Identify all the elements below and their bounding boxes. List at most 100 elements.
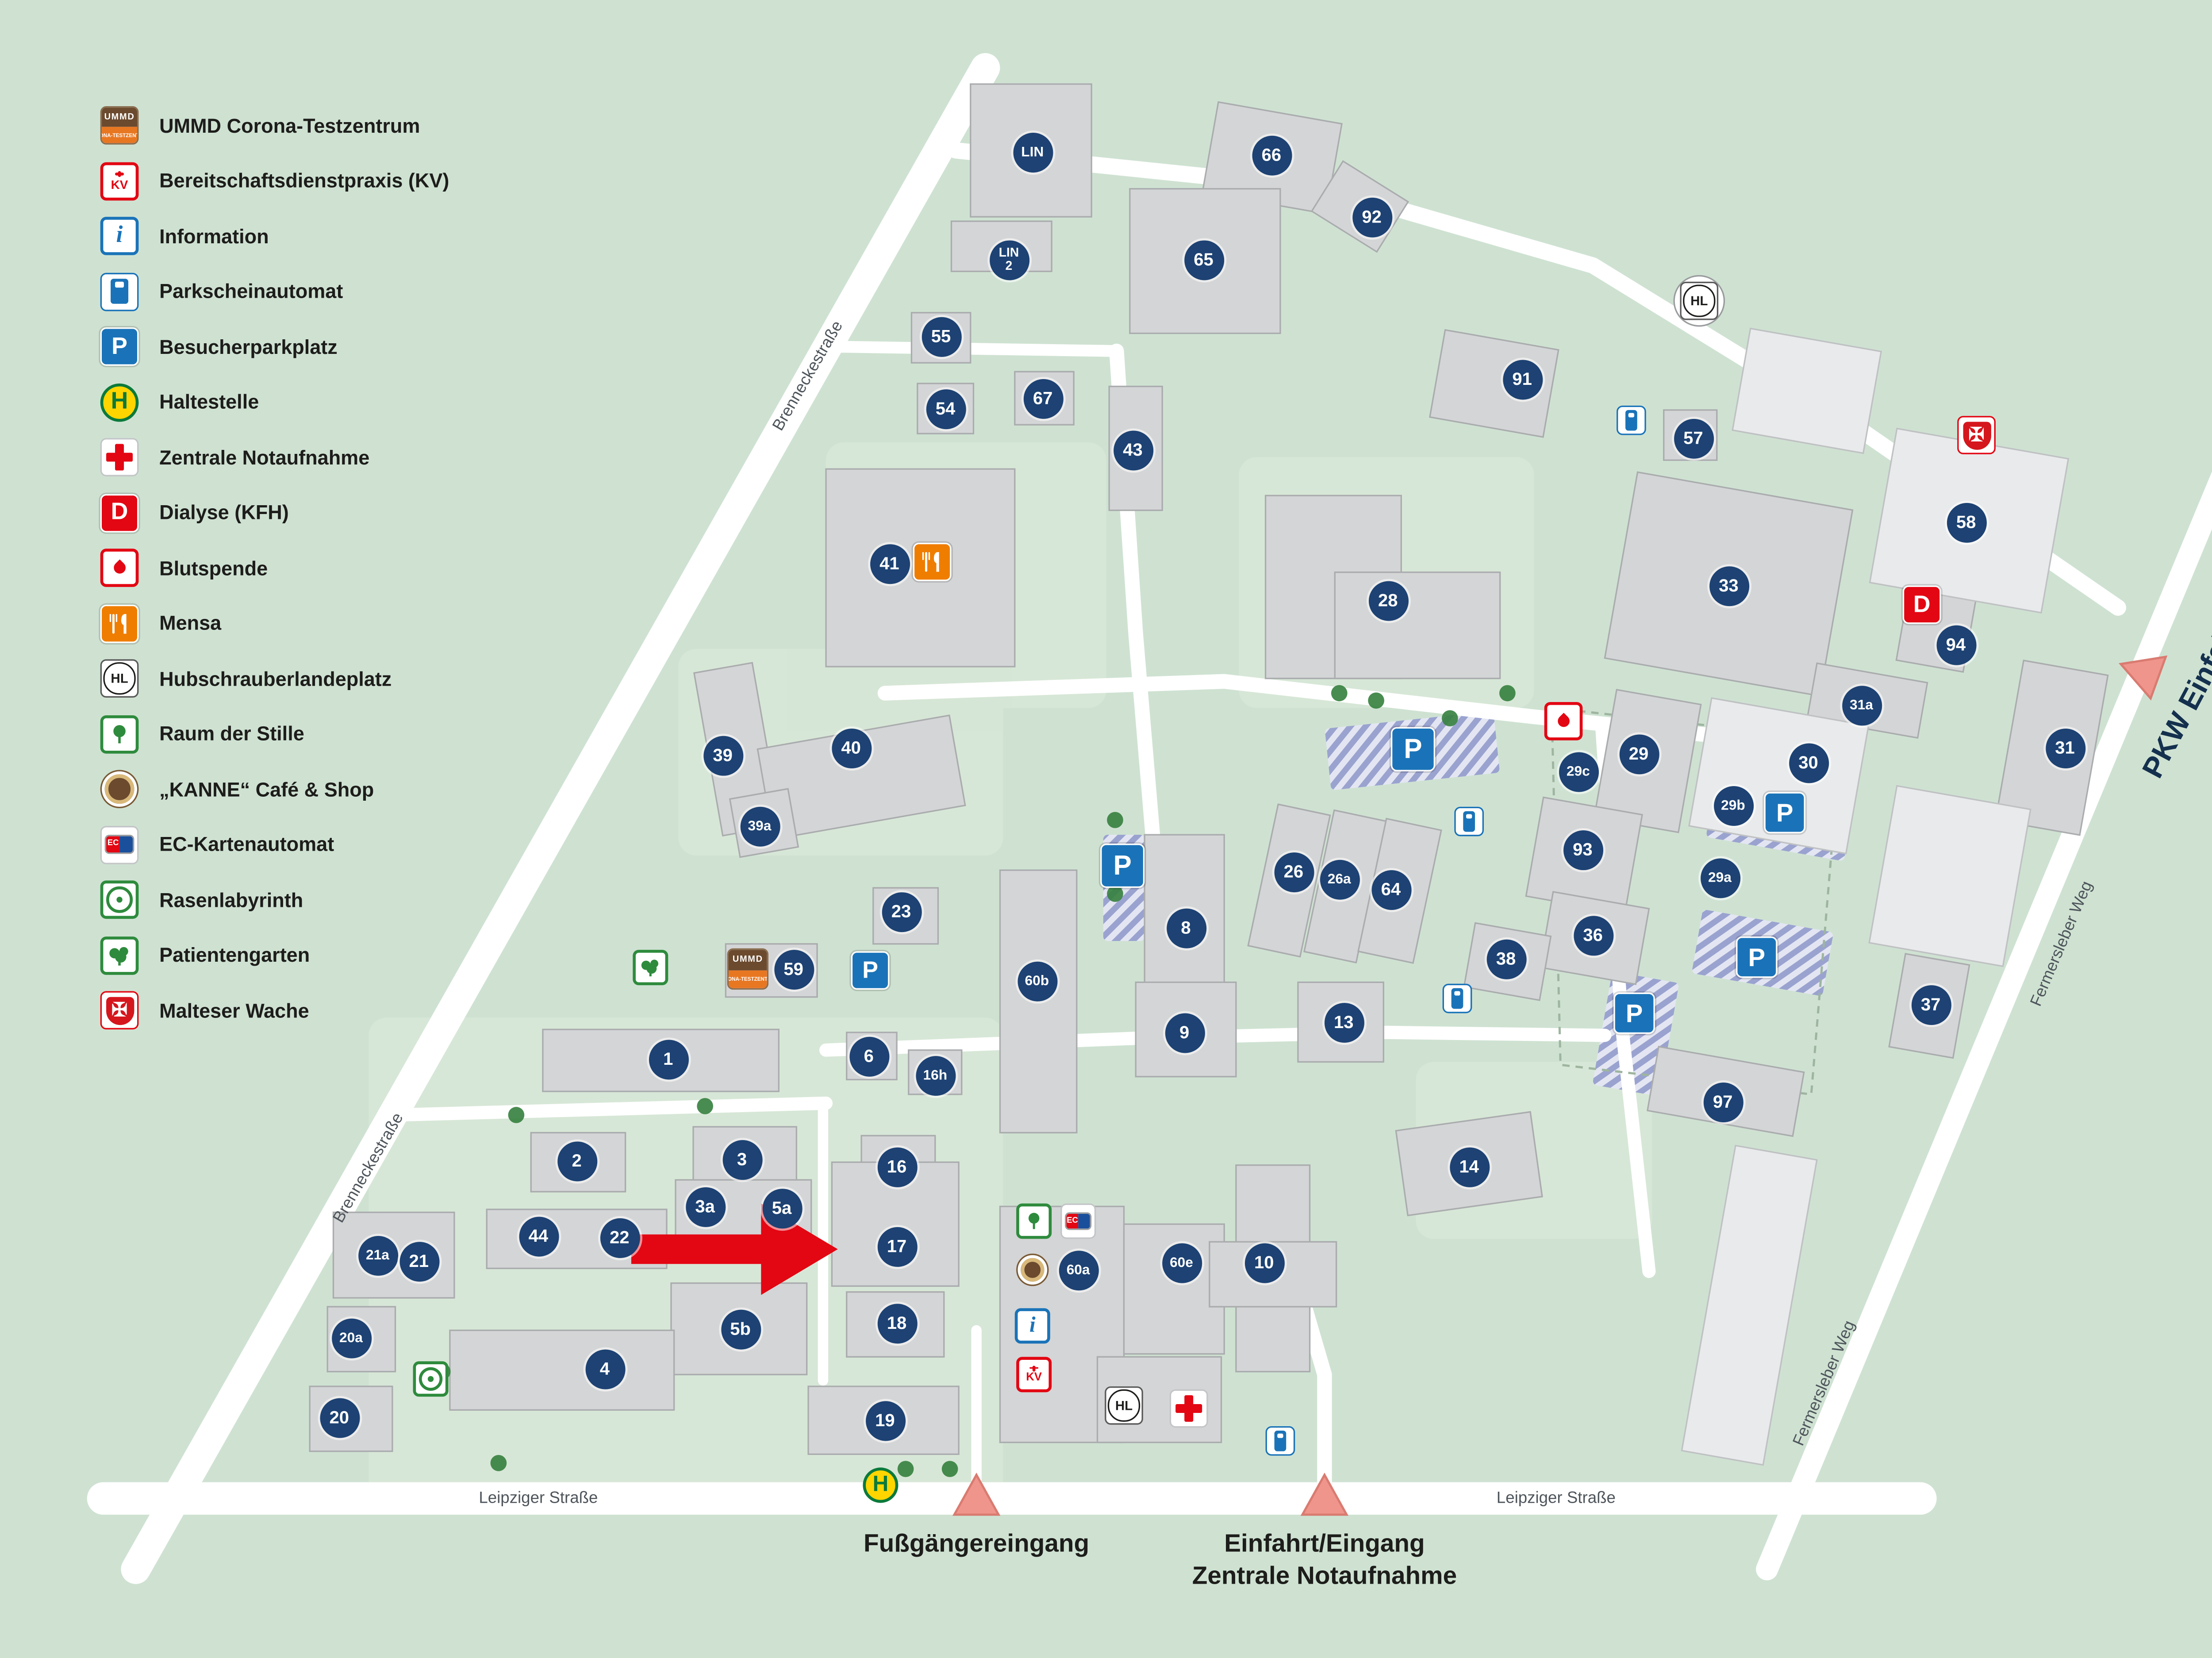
mensa-icon — [913, 542, 952, 581]
kv-icon: KV — [1016, 1357, 1052, 1393]
building-shape — [449, 1329, 675, 1411]
legend-item-kv: KV Bereitschaftsdienstpraxis (KV) — [100, 161, 449, 200]
street-label-leipziger-right: Leipziger Straße — [1496, 1489, 1616, 1508]
street-label-leipziger-left: Leipziger Straße — [479, 1489, 598, 1508]
ec-karte-icon: EC — [100, 825, 139, 864]
legend-item-malteser: ✠ Malteser Wache — [100, 991, 449, 1030]
legend-label: UMMD Corona-Testzentrum — [159, 114, 420, 137]
besucherparkplatz-icon: P — [1736, 936, 1778, 978]
tree — [1368, 692, 1384, 709]
tree — [1441, 710, 1458, 726]
tree — [941, 1461, 958, 1478]
road — [388, 1096, 833, 1122]
tree — [1107, 812, 1123, 829]
haltestelle-icon: H — [100, 383, 139, 421]
malteser-icon: ✠ — [100, 991, 139, 1030]
tree — [490, 1455, 507, 1471]
besucherparkplatz-icon: P — [1613, 992, 1655, 1034]
building-shape — [807, 1386, 960, 1455]
legend-item-ummd-corona: UMMDCORONA-TESTZENTRUMUMMD Corona-Testze… — [100, 106, 449, 145]
legend-label: Information — [159, 225, 269, 247]
building-shape — [1868, 785, 2032, 967]
entrance-markers — [952, 655, 2168, 1516]
besucherparkplatz-icon: P — [1100, 844, 1145, 888]
legend-label: Mensa — [159, 612, 222, 634]
legend-item-notaufnahme: Zentrale Notaufnahme — [100, 438, 449, 476]
raum-der-stille-icon — [1016, 1203, 1052, 1239]
information-icon: i — [100, 217, 139, 255]
legend-label: Parkscheinautomat — [159, 280, 343, 303]
entrance-marker-emergency — [1300, 1472, 1349, 1516]
dialyse-icon: D — [100, 493, 139, 532]
besucherparkplatz-icon: P — [1390, 727, 1435, 771]
legend-item-parkscheinautomat: Parkscheinautomat — [100, 272, 449, 311]
legend-label: Malteser Wache — [159, 999, 309, 1021]
notaufnahme-icon — [1169, 1389, 1208, 1428]
legend-label: Besucherparkplatz — [159, 335, 338, 358]
legend-label: Dialyse (KFH) — [159, 501, 289, 524]
trees — [434, 685, 1516, 1478]
entrance-label-emergency-line1: Einfahrt/Eingang — [1224, 1529, 1425, 1558]
entrance-marker-pkw — [2118, 655, 2168, 701]
besucherparkplatz-icon: P — [851, 951, 890, 990]
blutspende-icon — [100, 549, 139, 587]
legend-item-blutspende: Blutspende — [100, 549, 449, 587]
hubschrauberlandeplatz-icon: HL — [1680, 281, 1719, 320]
entrance-label-pedestrian: Fußgängereingang — [864, 1529, 1090, 1558]
kanne-icon — [100, 770, 139, 809]
parkscheinautomat-icon — [100, 272, 139, 311]
raum-der-stille-icon — [100, 714, 139, 753]
besucherparkplatz-icon: P — [1764, 792, 1805, 833]
rasenlabyrinth-icon — [100, 880, 139, 919]
tree — [897, 1461, 914, 1478]
legend-item-patientengarten: Patientengarten — [100, 936, 449, 975]
dialyse-icon: D — [1902, 585, 1941, 624]
legend-label: Zentrale Notaufnahme — [159, 446, 370, 468]
entrance-label-emergency: Einfahrt/Eingang Zentrale Notaufnahme — [1192, 1528, 1457, 1593]
mensa-icon — [100, 604, 139, 642]
ec-karte-icon: EC — [1060, 1203, 1096, 1239]
entrance-marker-pedestrian — [952, 1472, 1001, 1516]
building-shape — [1681, 1144, 1818, 1466]
parkscheinautomat-icon — [1617, 405, 1646, 435]
legend-label: Haltestelle — [159, 391, 259, 413]
road — [1756, 471, 2212, 1581]
legend-item-raum-der-stille: Raum der Stille — [100, 714, 449, 753]
kv-icon: KV — [100, 161, 139, 200]
tree — [1107, 886, 1123, 902]
ummd-corona-icon: UMMDCORONA-TESTZENTRUM — [727, 948, 769, 990]
patientengarten-icon — [100, 936, 139, 975]
legend-item-kanne: „KANNE“ Café & Shop — [100, 770, 449, 809]
notaufnahme-icon — [100, 438, 139, 476]
tree — [508, 1107, 525, 1123]
legend-item-information: i Information — [100, 217, 449, 255]
building-shape — [999, 869, 1078, 1134]
legend: UMMDCORONA-TESTZENTRUMUMMD Corona-Testze… — [100, 106, 449, 1030]
road — [819, 1025, 1612, 1057]
entrance-label-emergency-line2: Zentrale Notaufnahme — [1192, 1562, 1457, 1590]
legend-label: „KANNE“ Café & Shop — [159, 778, 374, 800]
parkscheinautomat-icon — [1265, 1426, 1295, 1456]
tree — [697, 1098, 713, 1114]
legend-label: Bereitschaftsdienstpraxis (KV) — [159, 169, 449, 192]
kanne-icon — [1016, 1253, 1049, 1286]
legend-label: Blutspende — [159, 557, 268, 579]
tree — [1331, 685, 1348, 702]
information-icon: i — [1014, 1308, 1050, 1344]
hubschrauberlandeplatz-icon: HL — [1105, 1386, 1143, 1425]
legend-label: Hubschrauberlandeplatz — [159, 667, 392, 690]
building-shape — [1429, 329, 1559, 438]
road — [1296, 1296, 1332, 1506]
road — [823, 341, 1123, 357]
malteser-icon: ✠ — [1957, 416, 1996, 454]
legend-item-dialyse: D Dialyse (KFH) — [100, 493, 449, 532]
legend-item-haltestelle: H Haltestelle — [100, 383, 449, 421]
building-shape — [1334, 571, 1501, 679]
rasenlabyrinth-icon — [413, 1361, 449, 1397]
